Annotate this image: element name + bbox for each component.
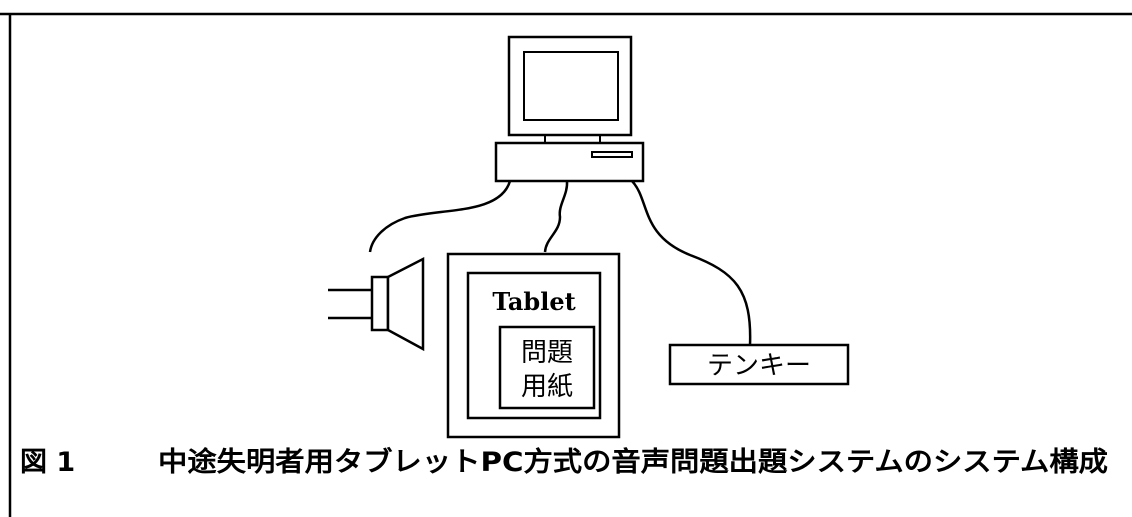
pc-body-icon <box>494 141 645 183</box>
tenkey-keypad: テンキー <box>668 343 850 386</box>
monitor-icon <box>507 35 633 144</box>
speaker-icon <box>328 256 425 352</box>
figure-number: 図 1 <box>20 447 75 478</box>
question-paper-line2: 用紙 <box>521 372 573 402</box>
tenkey-label: テンキー <box>707 351 811 381</box>
tenkey-cable <box>631 180 752 346</box>
tablet-device: Tablet 問題 用紙 <box>446 252 621 439</box>
speaker-cable <box>368 180 512 253</box>
question-paper: 問題 用紙 <box>498 325 596 410</box>
tablet-cable <box>543 180 569 253</box>
question-paper-line1: 問題 <box>521 338 573 368</box>
figure-frame <box>0 12 1132 517</box>
figure-caption: 中途失明者用タブレットPC方式の音声問題出題システムのシステム構成 <box>158 446 1108 478</box>
computer-icon <box>494 35 645 183</box>
tablet-label: Tablet <box>492 287 575 316</box>
